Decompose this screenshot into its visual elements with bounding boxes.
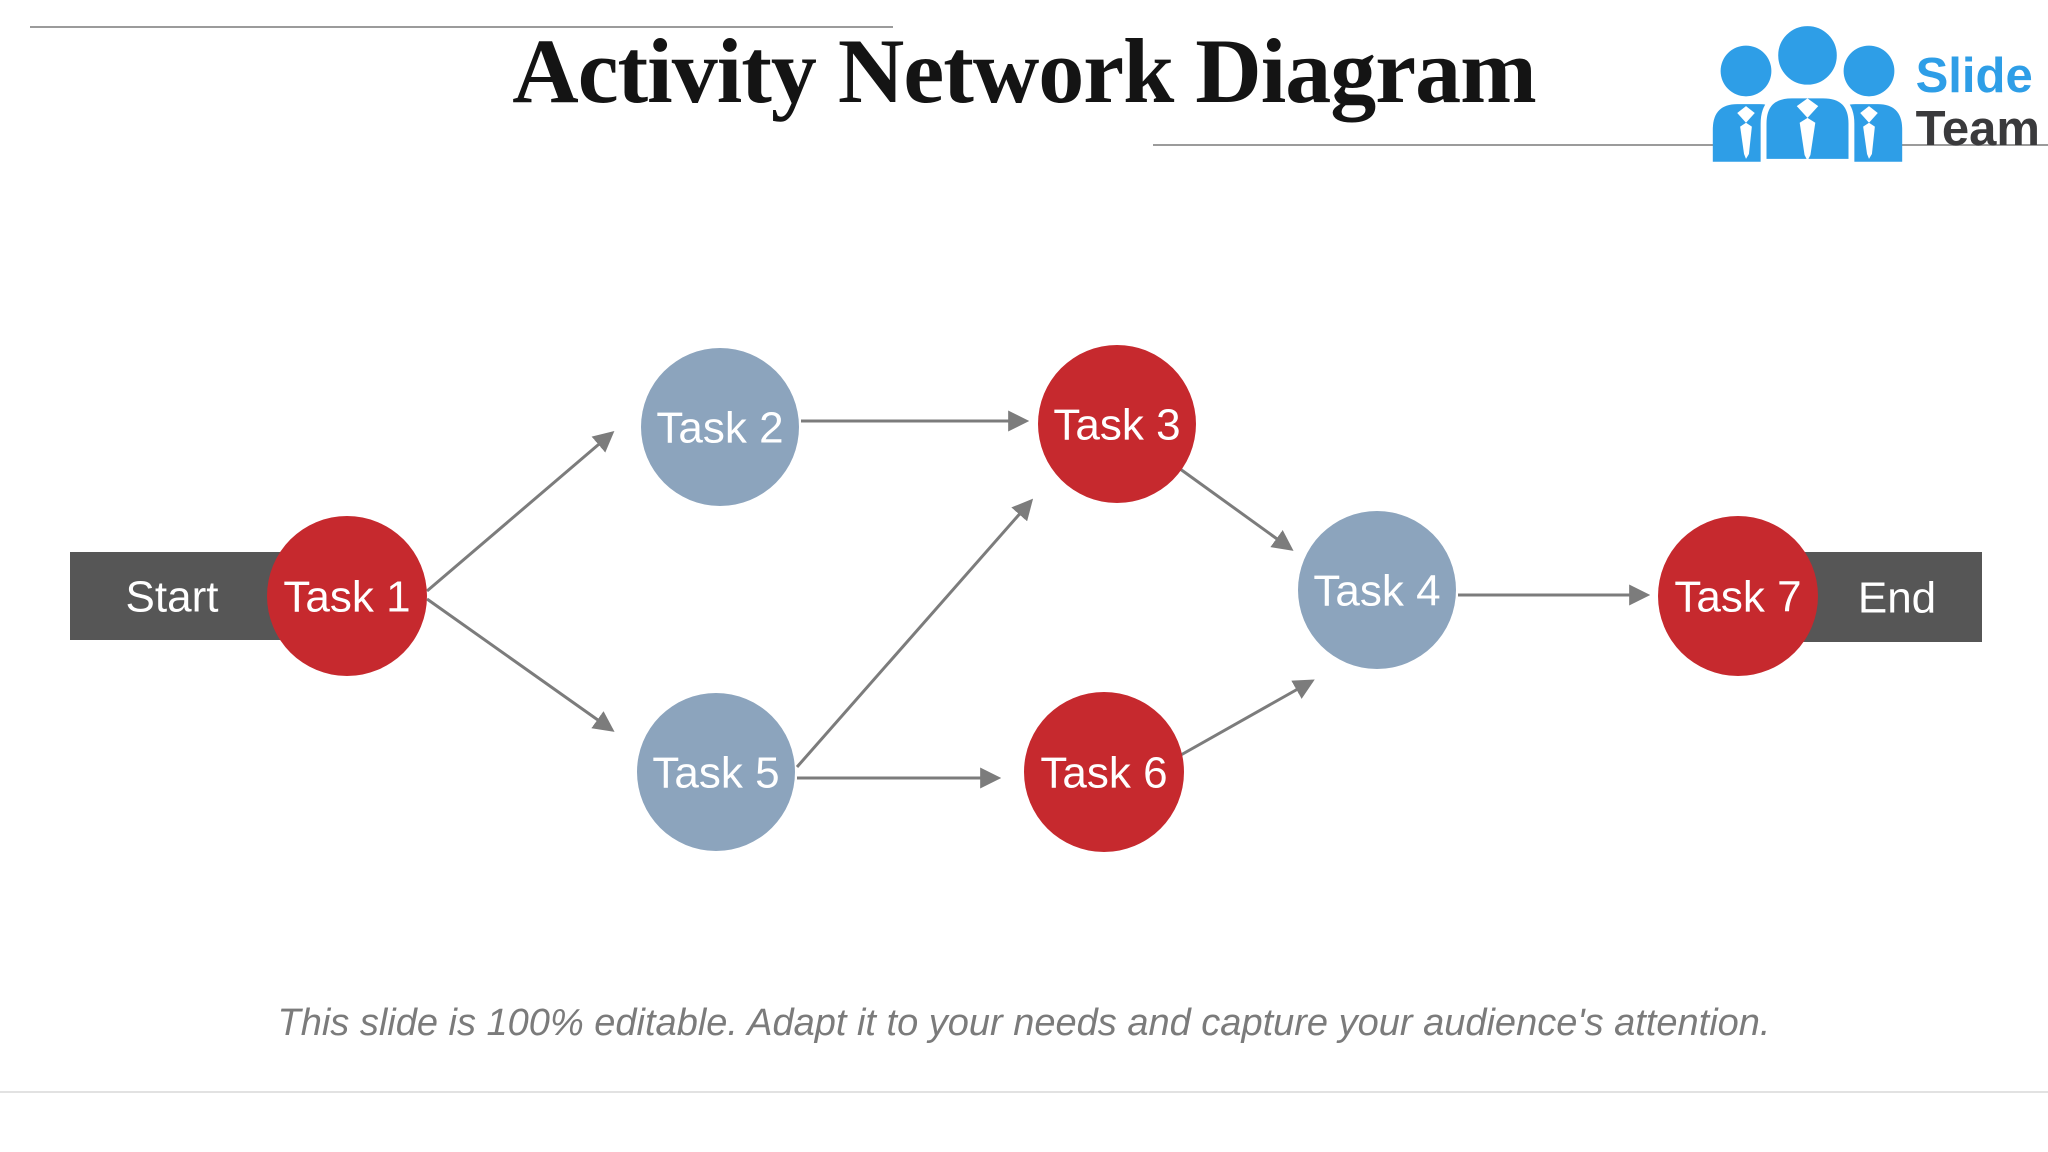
editable-note-caption: This slide is 100% editable. Adapt it to… [277, 1002, 1771, 1044]
edge-task1-to-task5 [426, 597, 615, 732]
node-task4-label: Task 4 [1313, 566, 1440, 615]
node-task2-label: Task 2 [656, 403, 783, 452]
edge-task3-to-task4 [1175, 464, 1294, 551]
terminal-start-bar [70, 552, 305, 640]
edge-task6-to-task4 [1171, 679, 1315, 762]
logo-text-slide: Slide [1915, 49, 2033, 104]
node-task4 [1298, 511, 1456, 669]
node-task1 [267, 516, 427, 676]
terminal-end-label: End [1858, 573, 1936, 622]
node-task7-label: Task 7 [1674, 572, 1801, 621]
page-title: Activity Network Diagram [512, 20, 1537, 122]
title-right-divider-line [1153, 144, 2048, 146]
node-task3-label: Task 3 [1053, 400, 1180, 449]
terminal-start-label: Start [126, 572, 219, 621]
edge-task1-to-task2 [426, 430, 615, 593]
slideteam-logo: Slide Team [1705, 20, 2040, 162]
node-task5 [637, 693, 795, 851]
node-task2 [641, 348, 799, 506]
node-task1-label: Task 1 [283, 572, 410, 621]
node-task6 [1024, 692, 1184, 852]
edge-task5-to-task3 [795, 498, 1034, 768]
node-task6-label: Task 6 [1040, 748, 1167, 797]
node-task3 [1038, 345, 1196, 503]
bottom-divider-line [0, 1091, 2048, 1093]
node-task7 [1658, 516, 1818, 676]
team-people-icon [1712, 20, 1902, 162]
node-task5-label: Task 5 [652, 748, 779, 797]
top-left-divider-line [30, 26, 893, 28]
logo-text-team: Team [1915, 102, 2040, 157]
